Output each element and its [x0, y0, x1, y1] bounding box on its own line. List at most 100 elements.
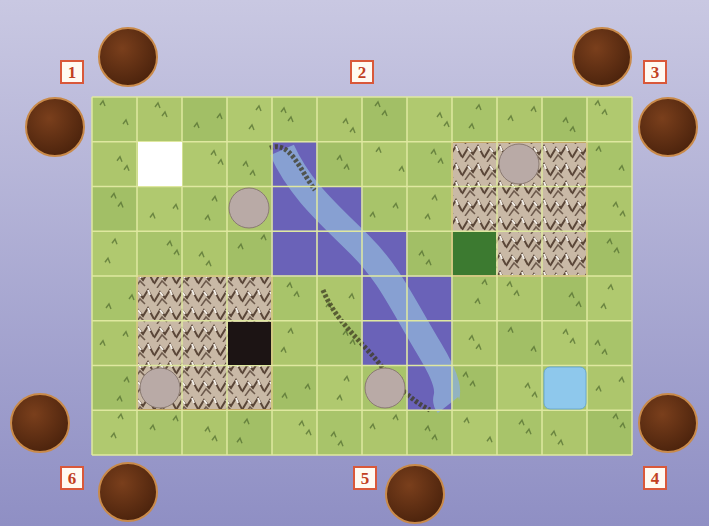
grass-cell: [227, 231, 272, 276]
grass-cell: [272, 321, 317, 366]
grass-cell: [137, 142, 182, 187]
grass-tuft: [199, 252, 204, 257]
grass-tuft: [399, 167, 404, 172]
player-seat: [26, 98, 84, 156]
grass-tuft: [288, 329, 293, 334]
grass-cell: [407, 142, 452, 187]
grass-tuft: [569, 293, 574, 298]
grass-tuft: [432, 435, 437, 440]
grass-cell: [227, 142, 272, 187]
grass-tuft: [343, 119, 348, 124]
grass-cell: [227, 97, 272, 142]
grass-tuft: [526, 429, 531, 434]
grass-tuft: [426, 260, 431, 265]
grass-tuft: [100, 341, 105, 346]
grass-cell: [362, 410, 407, 455]
seat-number: 2: [350, 60, 374, 84]
grass-tuft: [532, 393, 537, 398]
grid-line: [92, 231, 632, 233]
grass-cell: [587, 366, 632, 411]
grass-tuft: [438, 159, 443, 164]
grass-tuft: [212, 197, 217, 202]
grass-cell: [452, 231, 497, 276]
grass-tuft: [217, 114, 222, 119]
grass-cell: [272, 410, 317, 455]
mountain-region: [452, 142, 587, 276]
grass-cell: [497, 366, 542, 411]
grey-marker: [140, 368, 180, 408]
grass-cell: [272, 366, 317, 411]
player-seat: [386, 465, 444, 523]
grass-tuft: [393, 415, 398, 420]
seat-number: 5: [353, 466, 377, 490]
grass-tuft: [124, 166, 129, 171]
seat-number: 6: [60, 466, 84, 490]
grass-tuft: [613, 414, 618, 419]
grass-tuft: [393, 204, 398, 209]
grass-tuft: [150, 214, 155, 219]
grass-tuft: [212, 436, 217, 441]
grass-tuft: [475, 299, 480, 304]
grass-cell: [182, 410, 227, 455]
player-seat: [573, 28, 631, 86]
grass-tuft: [349, 294, 354, 299]
grass-tuft: [261, 235, 266, 240]
grass-tuft: [613, 203, 618, 208]
grass-tuft: [531, 107, 536, 112]
grass-tuft: [206, 261, 211, 266]
grass-tuft: [602, 110, 607, 115]
grass-tuft: [218, 160, 223, 165]
grass-tuft: [464, 418, 469, 423]
grass-tuft: [437, 113, 442, 118]
grass-cell: [542, 366, 587, 411]
grass-tuft: [305, 385, 310, 390]
white-marker: [138, 142, 182, 186]
grey-marker: [499, 144, 539, 184]
grass-tuft: [111, 194, 116, 199]
grass-cell: [92, 321, 137, 366]
grass-cell: [317, 276, 362, 321]
grass-cell: [407, 187, 452, 232]
grass-cell: [317, 142, 362, 187]
grass-tuft: [205, 427, 210, 432]
grass-tuft: [162, 112, 167, 117]
grass-tuft: [519, 420, 524, 425]
grass-tuft: [150, 425, 155, 430]
grass-tuft: [514, 291, 519, 296]
grass-cell: [452, 97, 497, 142]
grass-tuft: [419, 251, 424, 256]
grass-cell: [182, 142, 227, 187]
grass-tuft: [205, 216, 210, 221]
grass-tuft: [602, 350, 607, 355]
grass-tuft: [123, 120, 128, 125]
seat-number: 4: [643, 466, 667, 490]
grass-tuft: [155, 103, 160, 108]
grass-cell: [407, 97, 452, 142]
grass-tuft: [570, 127, 575, 132]
grass-cell: [92, 97, 137, 142]
grass-tuft: [281, 108, 286, 113]
grass-tuft: [238, 244, 243, 249]
grass-cell: [587, 410, 632, 455]
grass-cell: [587, 231, 632, 276]
grass-cell: [92, 231, 137, 276]
grass-tuft: [370, 213, 375, 218]
grass-cell: [137, 97, 182, 142]
grass-tuft: [256, 106, 261, 111]
grass-cell: [362, 187, 407, 232]
grass-tuft: [525, 384, 530, 389]
grass-tuft: [338, 441, 343, 446]
grass-tuft: [614, 248, 619, 253]
grass-tuft: [237, 438, 242, 443]
grass-tuft: [306, 430, 311, 435]
grey-marker: [229, 188, 269, 228]
grass-cell: [587, 276, 632, 321]
grass-tuft: [106, 304, 111, 309]
grass-tuft: [425, 426, 430, 431]
grass-tuft: [476, 345, 481, 350]
grass-cell: [542, 410, 587, 455]
grid-line: [92, 365, 632, 367]
grass-tuft: [375, 102, 380, 107]
grass-tuft: [287, 283, 292, 288]
grass-tuft: [173, 205, 178, 210]
